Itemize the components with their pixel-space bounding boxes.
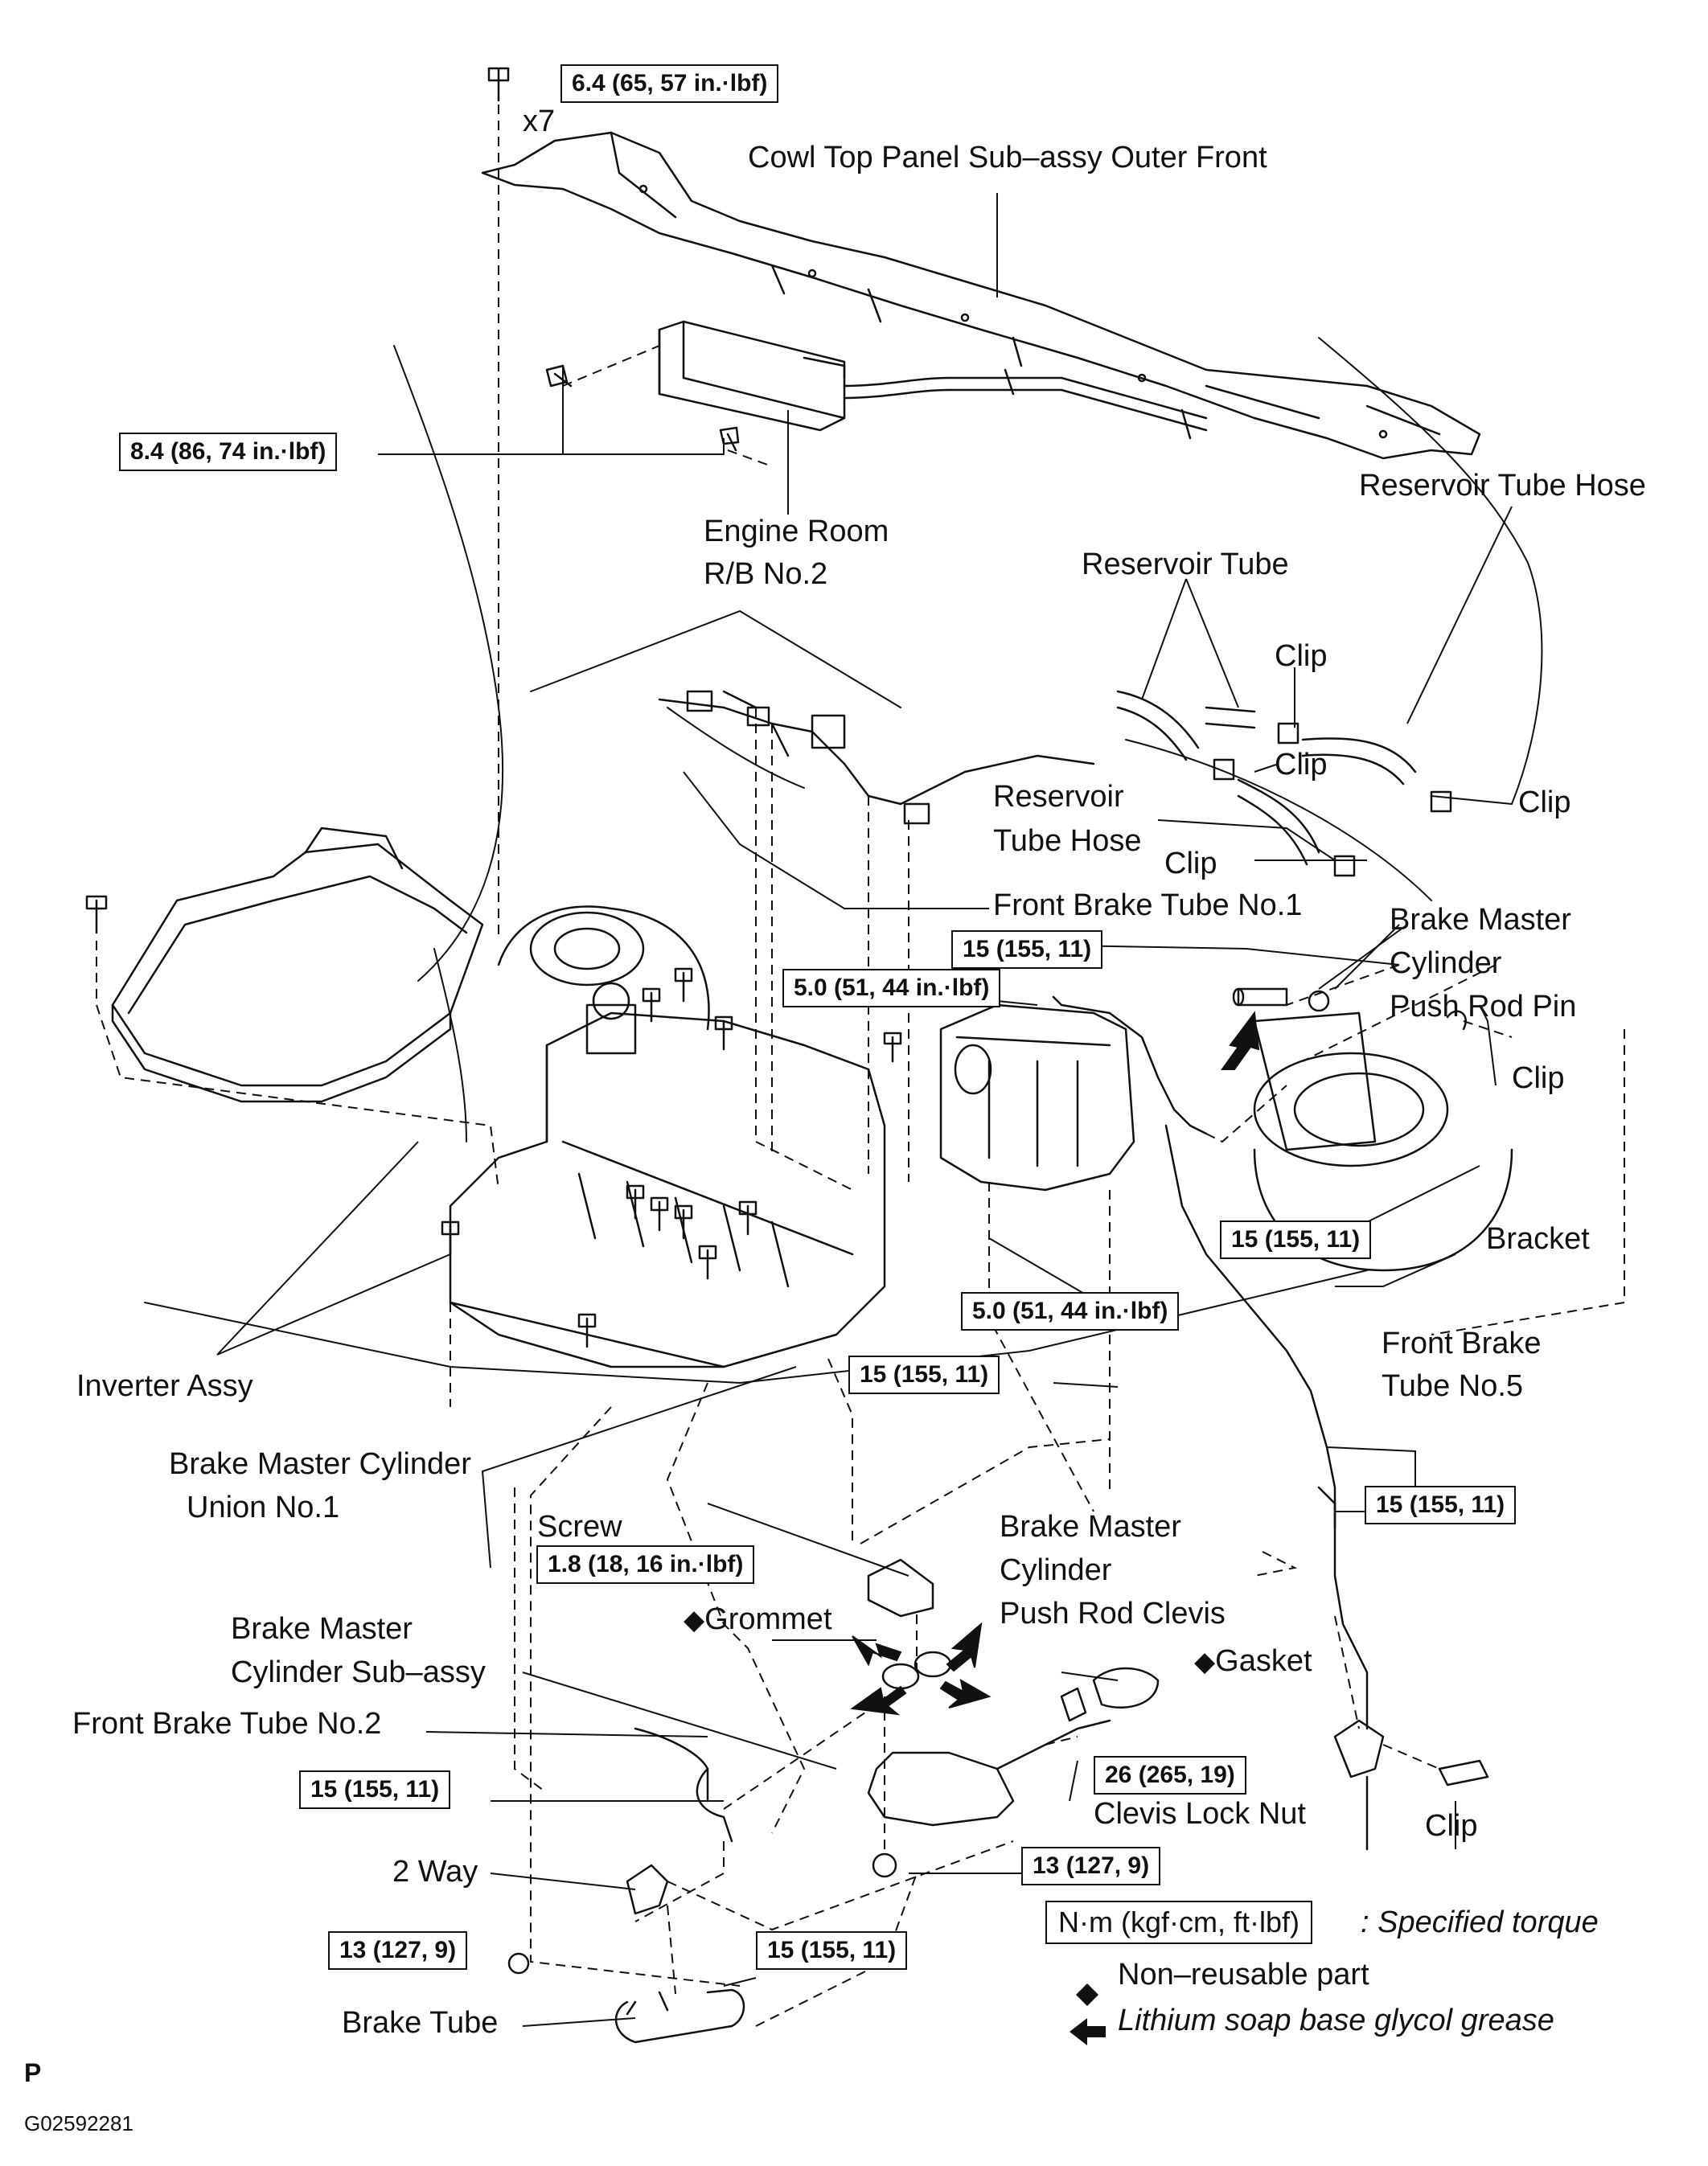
page-letter: P (24, 2058, 42, 2087)
two-way-label: 2 Way (392, 1855, 478, 1889)
push-rod-clevis-label-line3: Push Rod Clevis (1000, 1597, 1226, 1631)
cowl-top-panel (481, 131, 1481, 460)
tube-no5-fitting (1317, 1486, 1336, 1529)
bmc-push-rod-pin-label-line1: Brake Master (1390, 903, 1571, 937)
grease-arrow (1221, 1011, 1260, 1070)
front-brake-tube-no1 (1052, 995, 1336, 1529)
reservoir-tubes (1116, 690, 1452, 877)
front-brake-tube-no2-label: Front Brake Tube No.2 (72, 1707, 382, 1741)
push-rod-clevis-label-line1: Brake Master (1000, 1510, 1181, 1544)
inverter-assy-label: Inverter Assy (76, 1369, 253, 1403)
torque-spec-box: 15 (155, 11) (299, 1770, 451, 1809)
legend-grease: Lithium soap base glycol grease (1118, 2004, 1554, 2037)
gasket-label: ◆Gasket (1194, 1640, 1312, 1683)
torque-spec-box: 1.8 (18, 16 in.·lbf) (536, 1545, 755, 1584)
torque-spec-box: 8.4 (86, 74 in.·lbf) (119, 433, 338, 471)
reservoir-hose-label-line2: Tube Hose (993, 824, 1142, 858)
reservoir-hose-label-line1: Reservoir (993, 780, 1124, 814)
torque-spec-box: 13 (127, 9) (328, 1931, 468, 1970)
bolt-marks (85, 67, 902, 1348)
clip-label-4: Clip (1164, 847, 1217, 880)
bmc-union-label-line1: Brake Master Cylinder (169, 1447, 471, 1481)
brake-booster (1253, 1011, 1513, 1272)
bmc-push-rod-pin-label-line2: Cylinder (1390, 946, 1502, 980)
torque-spec-box: 13 (127, 9) (1021, 1847, 1161, 1885)
figure-code: G02592281 (24, 2111, 133, 2135)
grommet-label-text: Grommet (704, 1602, 832, 1636)
torque-spec-box: 15 (155, 11) (848, 1356, 1000, 1394)
engine-room-label-line1: Engine Room (704, 515, 889, 548)
front-brake-tube-no1-label: Front Brake Tube No.1 (993, 888, 1303, 922)
inverter-body (449, 982, 886, 1368)
screw-label: Screw (537, 1510, 622, 1544)
front-brake-tube-no5 (1333, 1526, 1489, 1851)
torque-spec-box: 5.0 (51, 44 in.·lbf) (961, 1292, 1180, 1331)
clip-label-1: Clip (1275, 639, 1328, 673)
push-rod-clevis-label-line2: Cylinder (1000, 1553, 1112, 1587)
grommet-arrows (850, 1622, 992, 1716)
legend-nonreusable: Non–reusable part (1118, 1958, 1369, 1992)
torque-spec-box: 26 (265, 19) (1094, 1756, 1246, 1795)
grommet-label: ◆Grommet (684, 1598, 832, 1641)
diamond-icon: ◆ (1194, 1647, 1216, 1677)
reservoir-tube-label: Reservoir Tube (1082, 548, 1289, 581)
inverter-cover (111, 827, 484, 1103)
legend-symbols (1070, 1983, 1106, 2045)
front-brake-tube-no2 (507, 1727, 733, 1975)
torque-spec-box: 15 (155, 11) (756, 1931, 908, 1970)
clip-label-5: Clip (1512, 1061, 1565, 1095)
engine-room-label-line2: R/B No.2 (704, 557, 828, 591)
wiring-harness (658, 690, 1095, 825)
transaxle-housing (497, 905, 710, 1031)
engine-room-relay-block (658, 320, 1208, 440)
torque-spec-box: 5.0 (51, 44 in.·lbf) (782, 969, 1001, 1007)
clip-label-6: Clip (1425, 1809, 1478, 1843)
legend-unit-description: : Specified torque (1361, 1906, 1599, 1939)
torque-spec-box: 6.4 (65, 57 in.·lbf) (560, 64, 779, 103)
diamond-icon (1076, 1983, 1098, 2006)
bracket-label: Bracket (1486, 1222, 1590, 1256)
bmc-union-label-line2: Union No.1 (187, 1491, 340, 1524)
front-brake-tube-no5-label-line1: Front Brake (1382, 1327, 1542, 1360)
brake-tube-bottom (614, 1988, 745, 2044)
master-cylinder-lower (867, 1558, 1160, 1878)
reservoir-tube-hose-label-top: Reservoir Tube Hose (1359, 469, 1646, 503)
diamond-icon: ◆ (684, 1605, 705, 1635)
torque-spec-box: 15 (155, 11) (1365, 1486, 1517, 1524)
brake-actuator (939, 1003, 1135, 1192)
brake-tube-label: Brake Tube (342, 2006, 499, 2040)
front-brake-tube-no5-label-line2: Tube No.5 (1382, 1369, 1524, 1403)
dashed-alignment-lines (96, 105, 1625, 2027)
gasket-label-text: Gasket (1215, 1644, 1312, 1678)
bmc-sub-assy-label-line1: Brake Master (231, 1612, 413, 1646)
bmc-sub-assy-label-line2: Cylinder Sub–assy (231, 1655, 486, 1689)
leader-lines (216, 193, 1513, 2027)
legend-unit-box: N·m (kgf·cm, ft·lbf) (1045, 1901, 1312, 1944)
cowl-top-panel-label: Cowl Top Panel Sub–assy Outer Front (748, 141, 1267, 174)
clip-label-2: Clip (1275, 748, 1328, 781)
clevis-lock-nut-label: Clevis Lock Nut (1094, 1797, 1306, 1831)
bmc-push-rod-pin-label-line3: Push Rod Pin (1390, 990, 1577, 1024)
arrow-left-icon (1070, 2018, 1106, 2045)
torque-spec-box: 15 (155, 11) (951, 930, 1103, 969)
x7-label: x7 (523, 105, 556, 138)
clip-label-3: Clip (1518, 786, 1571, 819)
torque-spec-box: 15 (155, 11) (1220, 1220, 1372, 1259)
